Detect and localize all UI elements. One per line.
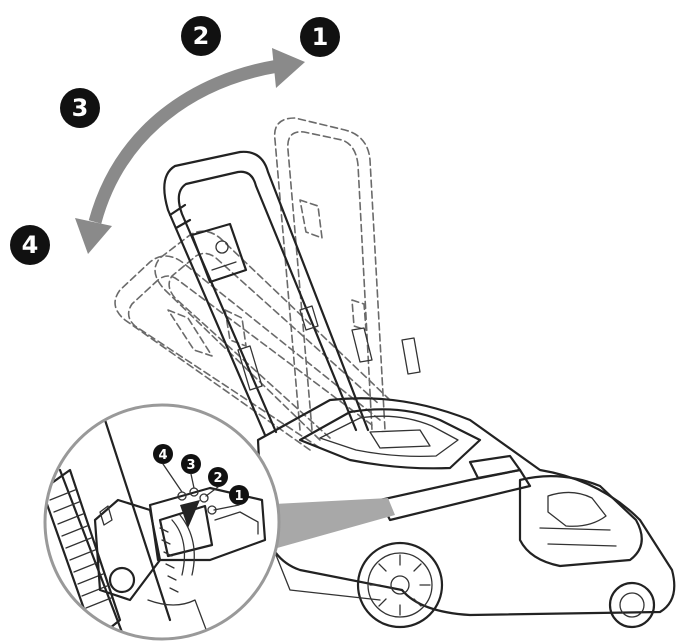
- handle-lock-bar: [378, 468, 532, 522]
- position-badge-4: 4: [10, 225, 50, 265]
- switch-box: [190, 222, 248, 284]
- mower-handle: [163, 150, 421, 437]
- callout-connector: [255, 498, 395, 550]
- position-badge-2: 2: [181, 16, 221, 56]
- ghost-handle-position-1: [273, 117, 386, 431]
- position-badge-3: 3: [60, 88, 100, 128]
- height-adjustment-knob: [148, 486, 267, 593]
- position-badge-1: 1: [300, 17, 340, 57]
- ghost-handle-position-4: [114, 255, 381, 451]
- position-indicator-arrow: [180, 500, 200, 528]
- detail-badge-1-label: 1: [234, 489, 243, 504]
- position-badge-3-label: 3: [72, 94, 89, 122]
- position-badge-1-label: 1: [312, 23, 329, 51]
- ghost-handle-position-3: [154, 230, 391, 441]
- position-badge-2-label: 2: [193, 22, 210, 50]
- adjustment-arrow: [75, 48, 305, 254]
- position-badge-4-label: 4: [22, 231, 39, 259]
- arrow-head-left: [75, 218, 112, 254]
- rear-wheel: [356, 541, 444, 629]
- detail-badge-4-label: 4: [158, 448, 167, 463]
- arrow-head-right: [272, 48, 305, 88]
- detail-badge-1: 1: [229, 485, 249, 505]
- detail-badge-4: 4: [153, 444, 173, 464]
- detail-badge-3: 3: [181, 454, 201, 474]
- front-wheel: [608, 581, 656, 629]
- detail-badge-2-label: 2: [213, 471, 222, 486]
- detail-badge-3-label: 3: [186, 458, 195, 473]
- knurled-grip: [49, 489, 112, 609]
- mower-body: [256, 397, 676, 629]
- detail-magnifier: 4 3 2 1: [43, 403, 281, 641]
- arrow-arc: [88, 59, 280, 224]
- detail-badge-2: 2: [208, 467, 228, 487]
